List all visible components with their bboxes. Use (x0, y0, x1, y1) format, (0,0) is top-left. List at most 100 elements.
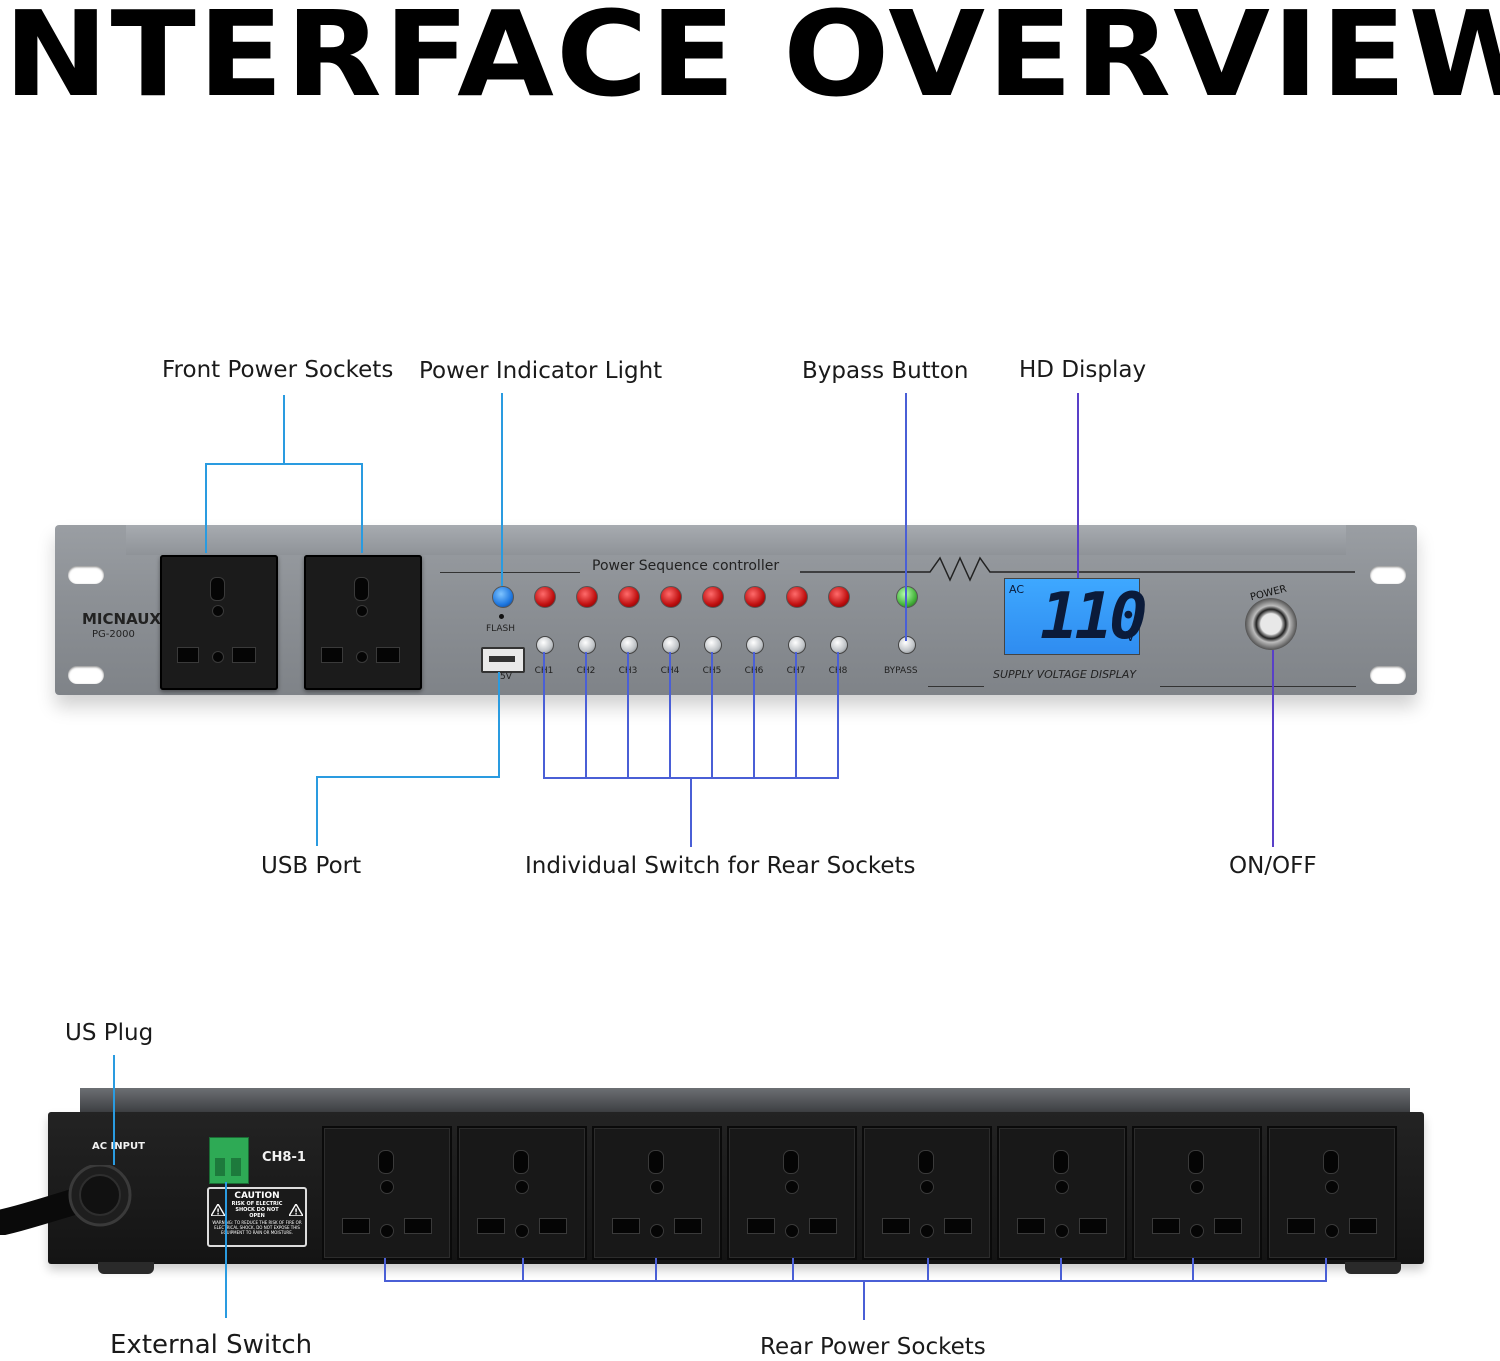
warning-text: WARNING: TO REDUCE THE RISK OF FIRE OR E… (212, 1220, 302, 1235)
callout-line (501, 393, 503, 586)
usb-port[interactable] (481, 647, 525, 673)
callout-line (711, 652, 713, 779)
power-indicator-light (492, 586, 514, 608)
rack-ear-hole (68, 566, 104, 584)
callout-line (669, 652, 671, 779)
callout-line (655, 1258, 657, 1282)
callout-line (1272, 650, 1274, 847)
ch5-led (702, 586, 724, 608)
callout-line (1192, 1258, 1194, 1282)
rear-socket-6[interactable] (997, 1126, 1127, 1260)
hd-display (1004, 578, 1140, 655)
svg-text:!: ! (216, 1208, 220, 1217)
ch4-led (660, 586, 682, 608)
rack-ear-hole (1370, 666, 1406, 684)
rear-socket-7[interactable] (1132, 1126, 1262, 1260)
callout-line (927, 1258, 929, 1282)
model-number: PG-2000 (92, 629, 135, 640)
rear-socket-5[interactable] (862, 1126, 992, 1260)
ch6-led (744, 586, 766, 608)
ch5-switch[interactable] (704, 636, 722, 654)
callout-line (205, 463, 363, 465)
callout-line (225, 1182, 227, 1318)
callout-line (361, 463, 363, 553)
ch8-switch[interactable] (830, 636, 848, 654)
ch1-led (534, 586, 556, 608)
ch3-switch[interactable] (620, 636, 638, 654)
display-caption: SUPPLY VOLTAGE DISPLAY (993, 668, 1137, 681)
ch3-led (618, 586, 640, 608)
rack-ear-hole (1370, 566, 1406, 584)
callout-line (205, 463, 207, 553)
callout-line (905, 393, 907, 641)
panel-rule (440, 572, 580, 573)
callout-line (585, 652, 587, 779)
warning-triangle-icon: ! (211, 1204, 225, 1216)
callout-us-plug: US Plug (65, 1020, 154, 1046)
callout-line (283, 395, 285, 463)
callout-line (792, 1258, 794, 1282)
ch7-led (786, 586, 808, 608)
callout-power-indicator-light: Power Indicator Light (419, 358, 663, 384)
front-socket-2[interactable] (304, 555, 422, 690)
display-unit: V (1126, 630, 1135, 645)
ch2-switch[interactable] (578, 636, 596, 654)
callout-on-off: ON/OFF (1229, 853, 1317, 879)
callout-line (627, 652, 629, 779)
callout-line (795, 652, 797, 779)
callout-line (837, 652, 839, 779)
warning-triangle-icon: ! (289, 1204, 303, 1216)
power-button[interactable] (1245, 598, 1297, 650)
ch8-1-label: CH8-1 (262, 1150, 306, 1165)
callout-line (384, 1258, 386, 1282)
callout-rear-power-sockets: Rear Power Sockets (760, 1334, 986, 1360)
caution-text: RISK OF ELECTRIC SHOCK DO NOT OPEN (231, 1201, 283, 1219)
callout-line (1325, 1258, 1327, 1282)
callout-line (863, 1280, 865, 1320)
rack-foot (98, 1262, 154, 1274)
controller-title: Power Sequence controller (592, 558, 780, 574)
bypass-button[interactable] (898, 636, 916, 654)
callout-hd-display: HD Display (1019, 357, 1147, 383)
callout-line (522, 1258, 524, 1282)
ch2-led (576, 586, 598, 608)
callout-line (1077, 393, 1079, 578)
rear-socket-3[interactable] (592, 1126, 722, 1260)
callout-line (113, 1055, 115, 1165)
rack-foot (1345, 1262, 1401, 1274)
bypass-label: BYPASS (884, 666, 918, 676)
ac-input-label: AC INPUT (92, 1141, 145, 1152)
ch6-switch[interactable] (746, 636, 764, 654)
page-title: INTERFACE OVERVIEW (0, 0, 1500, 123)
ch8-led (828, 586, 850, 608)
ch7-switch[interactable] (788, 636, 806, 654)
usb-label: 5V (500, 672, 512, 682)
rack-ear-hole (68, 666, 104, 684)
ch4-switch[interactable] (662, 636, 680, 654)
external-switch-terminal[interactable] (209, 1137, 249, 1184)
ch1-switch[interactable] (536, 636, 554, 654)
display-prefix: AC (1009, 583, 1025, 596)
callout-usb-port: USB Port (261, 853, 362, 879)
callout-line (543, 652, 545, 779)
callout-line (690, 777, 692, 847)
callout-external-switch: External Switch (110, 1330, 313, 1360)
callout-line (1060, 1258, 1062, 1282)
front-socket-1[interactable] (160, 555, 278, 690)
panel-rule-zigzag (800, 556, 1355, 582)
caution-label: CAUTION ! RISK OF ELECTRIC SHOCK DO NOT … (207, 1187, 307, 1247)
caution-title: CAUTION (234, 1191, 280, 1201)
callout-individual-switch: Individual Switch for Rear Sockets (525, 853, 916, 879)
callout-line (316, 776, 318, 846)
brand-logo: MICNAUX (82, 610, 161, 628)
rear-panel-top (80, 1088, 1410, 1114)
callout-line (316, 776, 500, 778)
flash-label: FLASH (486, 624, 516, 634)
front-panel-top (126, 525, 1346, 555)
rear-socket-2[interactable] (457, 1126, 587, 1260)
rear-socket-8[interactable] (1267, 1126, 1397, 1260)
rear-socket-4[interactable] (727, 1126, 857, 1260)
callout-front-power-sockets: Front Power Sockets (162, 357, 394, 383)
svg-text:!: ! (294, 1208, 298, 1217)
rear-socket-1[interactable] (322, 1126, 452, 1260)
